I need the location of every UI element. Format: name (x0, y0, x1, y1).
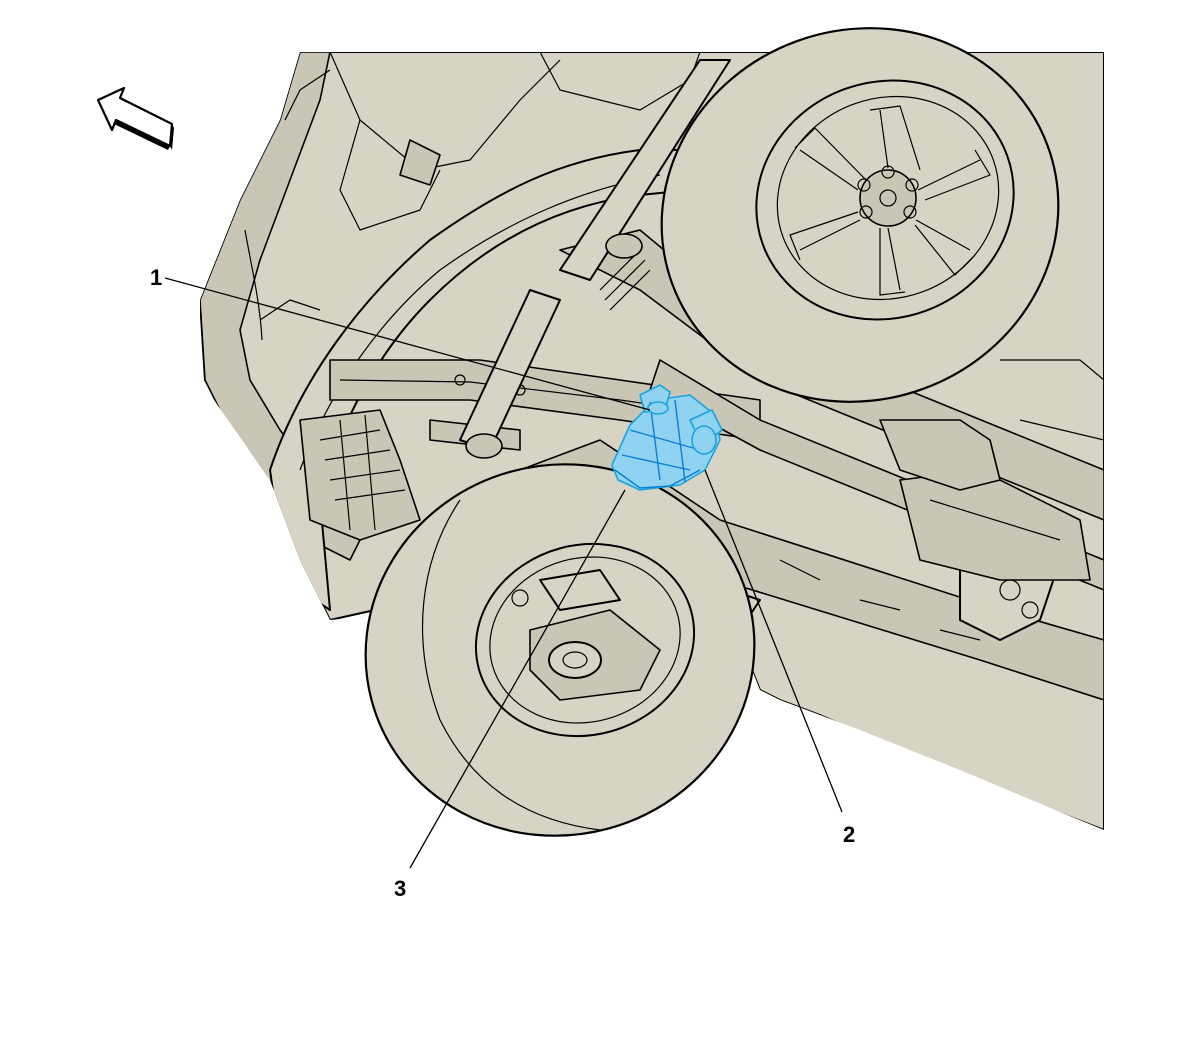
callout-label-1: 1 (150, 265, 162, 290)
leader-line-1 (164, 277, 651, 411)
leader-line-2 (704, 469, 843, 813)
callout-label-3: 3 (394, 876, 406, 901)
leader-line-3 (409, 489, 626, 869)
leader-lines (164, 277, 843, 869)
upper-wheel (660, 27, 1060, 403)
callout-label-2: 2 (843, 822, 855, 847)
front-wheel (364, 463, 756, 837)
upper-axle (459, 59, 731, 459)
view-direction-arrow-icon (96, 86, 174, 150)
highlighted-actuator (611, 384, 723, 491)
